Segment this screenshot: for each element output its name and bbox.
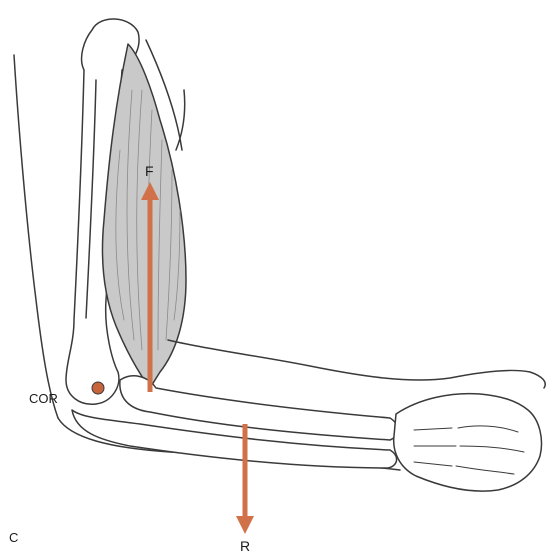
upper-arm-outline: [14, 55, 58, 418]
cor-marker: [92, 382, 104, 394]
force-label: F: [145, 164, 154, 178]
cor-label: COR: [29, 392, 58, 405]
forearm-top-outline: [168, 340, 545, 388]
hand-outline: [394, 394, 542, 491]
panel-label: C: [9, 531, 18, 544]
resistance-label: R: [240, 539, 250, 553]
